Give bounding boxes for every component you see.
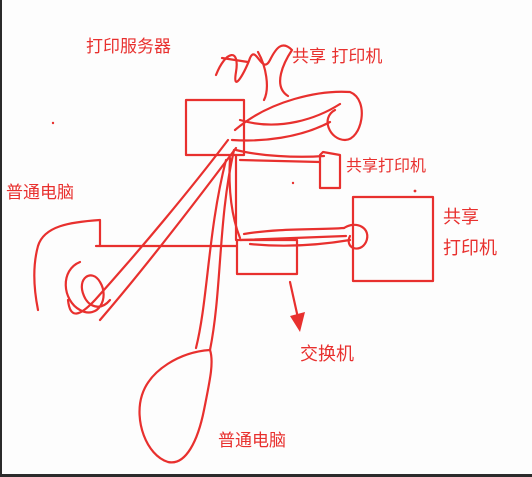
label-pc-left: 普通电脑 [6, 183, 74, 203]
shared-printer-mid-shape [318, 150, 342, 190]
shared-printer-right-box [351, 195, 435, 283]
stray-dot [51, 121, 55, 125]
link-server-pc [66, 138, 230, 315]
link-server-bottom-pc [208, 148, 236, 352]
link-server-top-printer [233, 90, 363, 142]
label-print-server: 打印服务器 [86, 37, 171, 57]
pc-bottom-shape [138, 348, 213, 464]
handwriting-scribble [214, 44, 294, 98]
pc-left-shape [33, 218, 102, 312]
pc-left-scribble [64, 260, 112, 314]
link-server-bottom-pc-2 [194, 158, 228, 350]
switch-arrow [288, 280, 305, 332]
stray-dot [291, 181, 295, 185]
label-switch: 交换机 [300, 344, 354, 365]
link-switch-right-printer-2 [242, 226, 352, 247]
link-server-mid-printer [238, 158, 322, 164]
link-server-top-printer-2 [230, 102, 342, 142]
label-shared-printer-top: 共享 打印机 [292, 47, 383, 67]
handwriting-scribble-2 [220, 50, 268, 102]
label-shared-printer-right-line2: 打印机 [443, 238, 497, 259]
right-printer-scribble [342, 223, 369, 250]
label-pc-bottom: 普通电脑 [218, 431, 286, 451]
link-server-mid-printer-2 [234, 148, 326, 158]
stray-dot [413, 189, 417, 193]
print-server-box [184, 98, 246, 157]
window-edge-bottom [0, 474, 532, 477]
link-server-pc-2 [98, 146, 238, 322]
label-shared-printer-mid: 共享打印机 [346, 156, 427, 175]
link-switch-right-printer [238, 234, 348, 242]
window-edge-left [0, 0, 2, 477]
label-shared-printer-right-line1: 共享 [443, 207, 479, 228]
